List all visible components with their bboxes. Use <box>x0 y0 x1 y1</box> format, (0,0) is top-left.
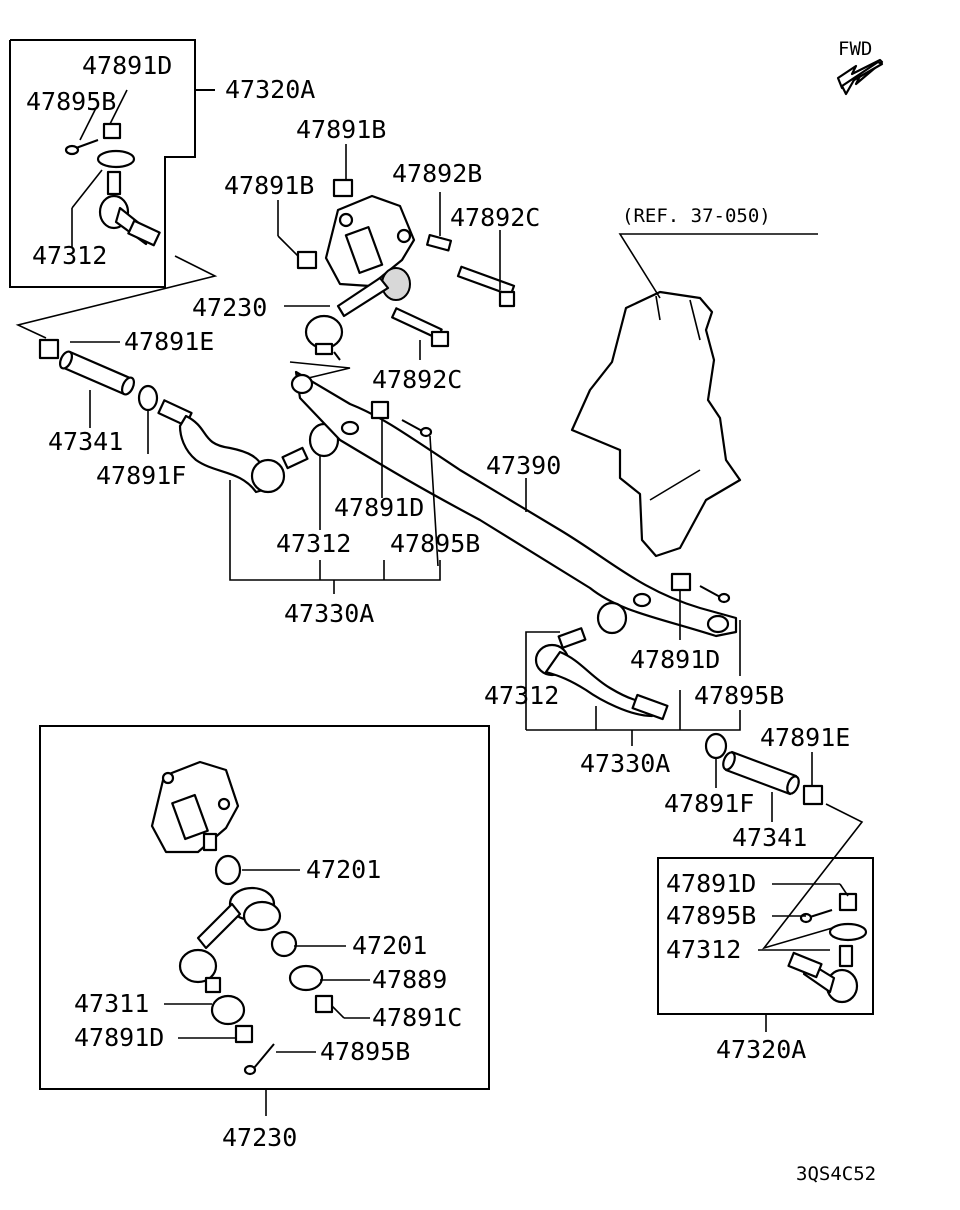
bushing-icon <box>270 930 298 958</box>
nut-icon <box>296 250 318 270</box>
label-47330A-middle: 47330A <box>284 599 374 628</box>
label-47892C-lower: 47892C <box>372 365 462 394</box>
label-47892C-upper: 47892C <box>450 203 540 232</box>
label-47892B: 47892B <box>392 159 482 188</box>
diagram-code: 3QS4C52 <box>796 1163 876 1185</box>
label-47891D-right: 47891D <box>630 645 720 674</box>
label-47312-right: 47312 <box>484 681 559 710</box>
label-47891F-right: 47891F <box>664 789 754 818</box>
nut-icon <box>137 384 159 412</box>
label-47891C: 47891C <box>372 1003 462 1032</box>
tie-rod-end-icon <box>157 399 309 494</box>
idler-arm-bracket-icon <box>150 760 240 854</box>
nut-icon <box>332 178 354 198</box>
nut-icon <box>314 994 334 1014</box>
label-47895B-top-left: 47895B <box>26 87 116 116</box>
label-47891F-left: 47891F <box>96 461 186 490</box>
steering-gear-box-icon <box>570 290 742 558</box>
tie-rod-end-icon <box>534 627 669 721</box>
adjusting-sleeve-icon <box>58 350 136 396</box>
label-47311: 47311 <box>74 989 149 1018</box>
label-47320A-bottom-right: 47320A <box>716 1035 806 1064</box>
label-47891D-middle: 47891D <box>334 493 424 522</box>
label-47312-top-left: 47312 <box>32 241 107 270</box>
label-47330A-right: 47330A <box>580 749 670 778</box>
nut-icon <box>802 784 824 806</box>
label-47891E-left: 47891E <box>124 327 214 356</box>
label-47312-bottom-right: 47312 <box>666 935 741 964</box>
washer-icon <box>288 964 324 992</box>
nut-icon <box>704 732 728 760</box>
fwd-label: FWD <box>838 38 872 60</box>
bushing-icon <box>214 854 242 886</box>
tie-rod-end-icon <box>98 170 161 247</box>
label-47895B-right: 47895B <box>694 681 784 710</box>
label-47312-middle: 47312 <box>276 529 351 558</box>
adjusting-sleeve-icon <box>722 750 800 796</box>
box-bottom-left <box>39 725 490 1090</box>
washer-icon <box>96 149 136 169</box>
label-47891D-top-left: 47891D <box>82 51 172 80</box>
label-47341-left: 47341 <box>48 427 123 456</box>
label-47201-lower: 47201 <box>352 931 427 960</box>
label-47891E-right: 47891E <box>760 723 850 752</box>
bolt-icon <box>426 233 453 252</box>
cotter-pin-icon <box>243 1043 275 1076</box>
label-47891B-upper: 47891B <box>296 115 386 144</box>
castle-nut-icon <box>234 1024 254 1044</box>
cotter-pin-icon <box>401 419 433 438</box>
label-47201-upper: 47201 <box>306 855 381 884</box>
nut-icon <box>370 400 390 420</box>
label-47895B-bottom-right: 47895B <box>666 901 756 930</box>
box-top-left <box>9 39 196 288</box>
label-47230-top: 47230 <box>192 293 267 322</box>
cotter-pin-icon <box>699 585 731 604</box>
nut-icon <box>38 338 60 360</box>
nut-icon <box>670 572 692 592</box>
seal-icon <box>210 994 246 1026</box>
label-47891D-bottom-left: 47891D <box>74 1023 164 1052</box>
label-47889: 47889 <box>372 965 447 994</box>
label-47341-right: 47341 <box>732 823 807 852</box>
tie-rod-end-icon <box>787 944 859 1004</box>
label-47390: 47390 <box>486 451 561 480</box>
ref-label: (REF. 37-050) <box>622 205 771 227</box>
label-47895B-bottom-left: 47895B <box>320 1037 410 1066</box>
idler-arm-bracket-icon <box>304 194 416 361</box>
label-47895B-middle: 47895B <box>390 529 480 558</box>
bolt-icon <box>391 307 450 348</box>
label-47891B-lower: 47891B <box>224 171 314 200</box>
fwd-arrow-icon <box>836 58 884 96</box>
idler-arm-icon <box>178 886 282 994</box>
cotter-pin-icon <box>64 139 99 156</box>
castle-nut-icon <box>102 122 122 140</box>
castle-nut-icon <box>838 892 858 912</box>
label-47891D-bottom-right: 47891D <box>666 869 756 898</box>
bolt-icon <box>456 265 516 308</box>
label-47320A-top-left: 47320A <box>225 75 315 104</box>
washer-icon <box>828 922 868 942</box>
boot-icon <box>596 601 628 635</box>
relay-rod-icon <box>290 370 738 638</box>
label-47230-bottom: 47230 <box>222 1123 297 1152</box>
